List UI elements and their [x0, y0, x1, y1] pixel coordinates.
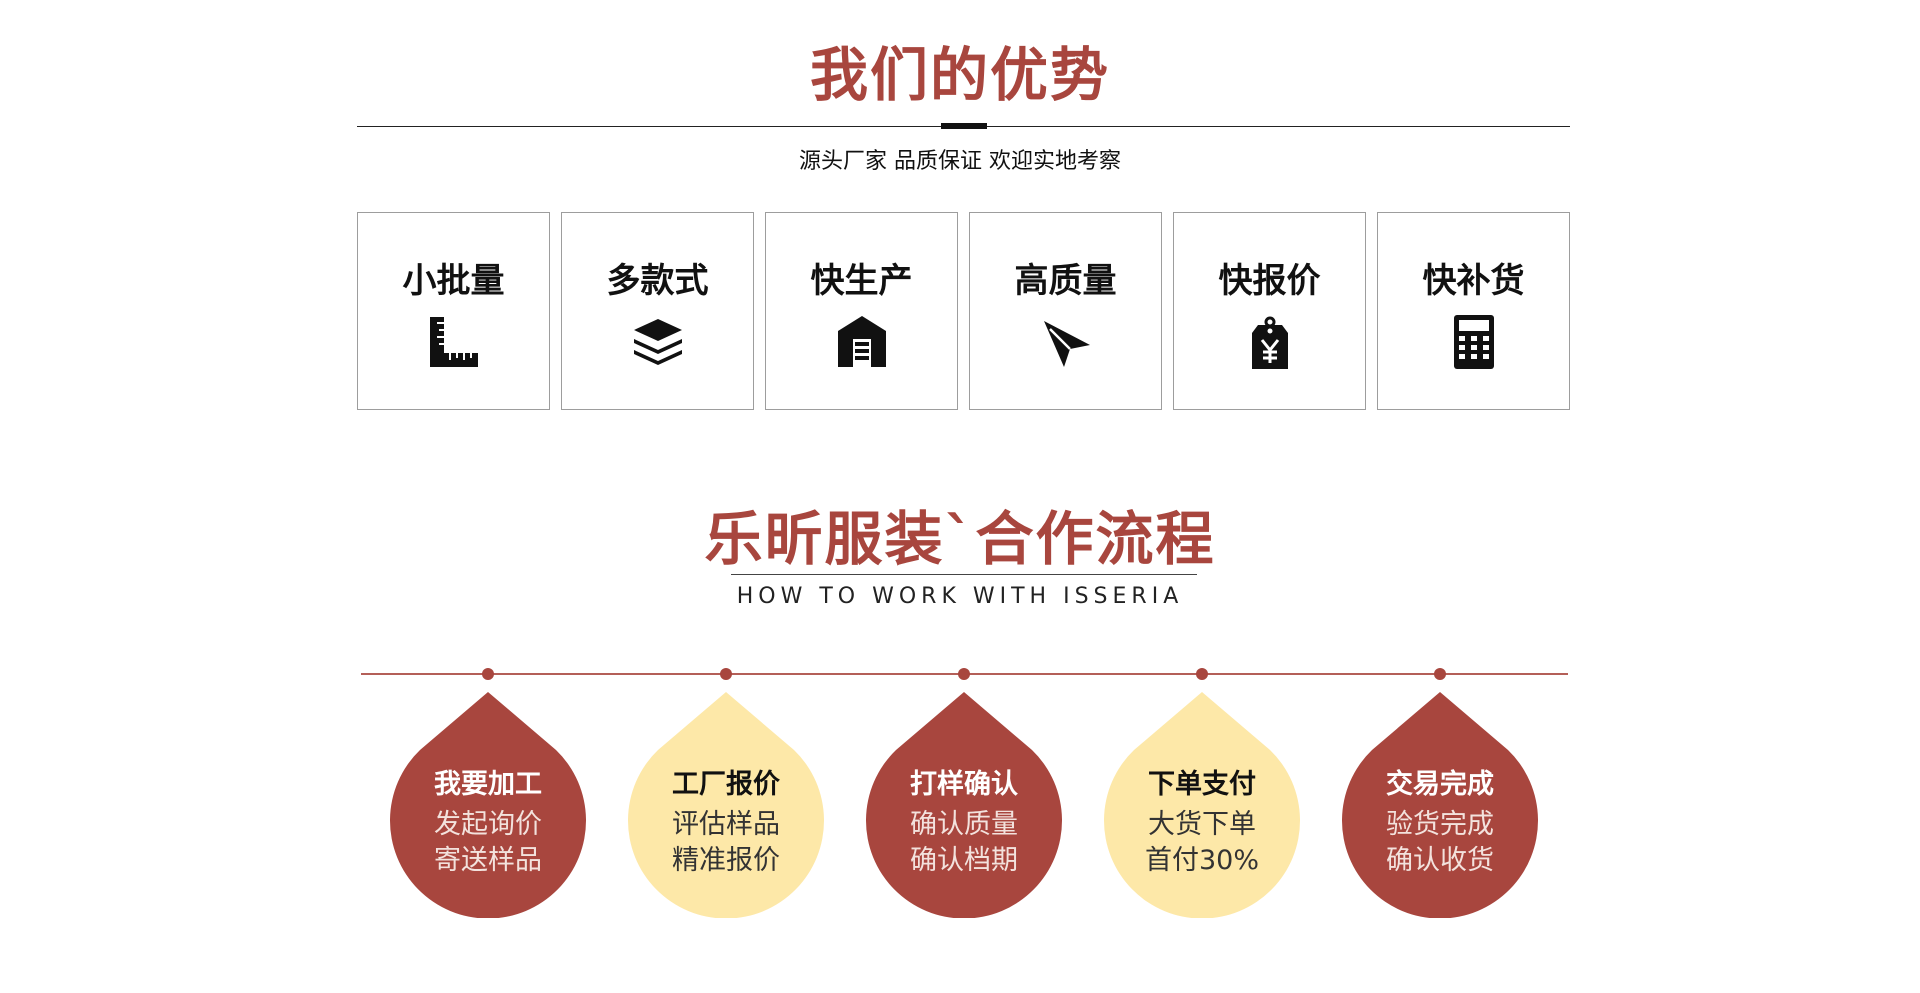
- step-title: 我要加工: [434, 769, 542, 800]
- timeline-dot: [720, 668, 732, 680]
- advantage-card-label: 小批量: [402, 261, 505, 301]
- step-line2: 精准报价: [672, 845, 780, 876]
- process-step-4: 下单支付 大货下单 首付30%: [1102, 690, 1302, 918]
- advantage-card-label: 快报价: [1218, 261, 1321, 301]
- advantage-card-many-styles: 多款式: [561, 212, 754, 410]
- process-step-2: 工厂报价 评估样品 精准报价: [626, 690, 826, 918]
- advantage-card-small-batch: 小批量: [357, 212, 550, 410]
- advantage-card-fast-production: 快生产: [765, 212, 958, 410]
- step-line1: 评估样品: [672, 809, 780, 840]
- ruler-icon: [426, 313, 482, 369]
- step-line1: 验货完成: [1386, 809, 1494, 840]
- advantage-cards: 小批量 多款式: [357, 212, 1571, 414]
- drop-shape: [390, 692, 586, 918]
- calculator-icon: [1446, 313, 1502, 369]
- drop-shape: [866, 692, 1062, 918]
- price-tag-icon: [1242, 313, 1298, 369]
- step-line2: 寄送样品: [434, 845, 542, 876]
- advantage-card-fast-quote: 快报价: [1173, 212, 1366, 410]
- timeline-dot: [1196, 668, 1208, 680]
- advantage-card-high-quality: 高质量: [969, 212, 1162, 410]
- step-title: 工厂报价: [672, 769, 780, 800]
- process-step-1: 我要加工 发起询价 寄送样品: [388, 690, 588, 918]
- timeline-dot: [1434, 668, 1446, 680]
- layers-icon: [630, 313, 686, 369]
- paper-plane-icon: [1038, 313, 1094, 369]
- advantage-card-fast-restock: 快补货: [1377, 212, 1570, 410]
- process-subtitle: HOW TO WORK WITH ISSERIA: [736, 584, 1184, 609]
- drop-shape: [628, 692, 824, 918]
- warehouse-icon: [834, 313, 890, 369]
- step-line2: 确认收货: [1386, 845, 1494, 876]
- drop-shape: [1342, 692, 1538, 918]
- step-line1: 发起询价: [434, 809, 542, 840]
- step-line1: 大货下单: [1148, 809, 1256, 840]
- step-title: 打样确认: [910, 769, 1018, 800]
- process-title: 乐昕服装`合作流程: [704, 505, 1216, 573]
- advantage-card-label: 快补货: [1422, 261, 1525, 301]
- process-divider: [731, 574, 1197, 575]
- timeline-dot: [958, 668, 970, 680]
- advantages-divider-accent: [941, 123, 987, 129]
- step-line1: 确认质量: [910, 809, 1018, 840]
- advantages-subtitle: 源头厂家 品质保证 欢迎实地考察: [799, 149, 1121, 174]
- process-step-3: 打样确认 确认质量 确认档期: [864, 690, 1064, 918]
- step-line2: 确认档期: [910, 845, 1018, 876]
- drop-shape: [1104, 692, 1300, 918]
- advantage-card-label: 多款式: [606, 261, 709, 301]
- advantage-card-label: 快生产: [810, 261, 913, 301]
- advantages-title: 我们的优势: [809, 41, 1110, 109]
- step-line2: 首付30%: [1144, 845, 1259, 876]
- timeline-dot: [482, 668, 494, 680]
- step-title: 交易完成: [1386, 769, 1494, 800]
- advantage-card-label: 高质量: [1014, 261, 1117, 301]
- process-step-5: 交易完成 验货完成 确认收货: [1340, 690, 1540, 918]
- step-title: 下单支付: [1148, 769, 1256, 800]
